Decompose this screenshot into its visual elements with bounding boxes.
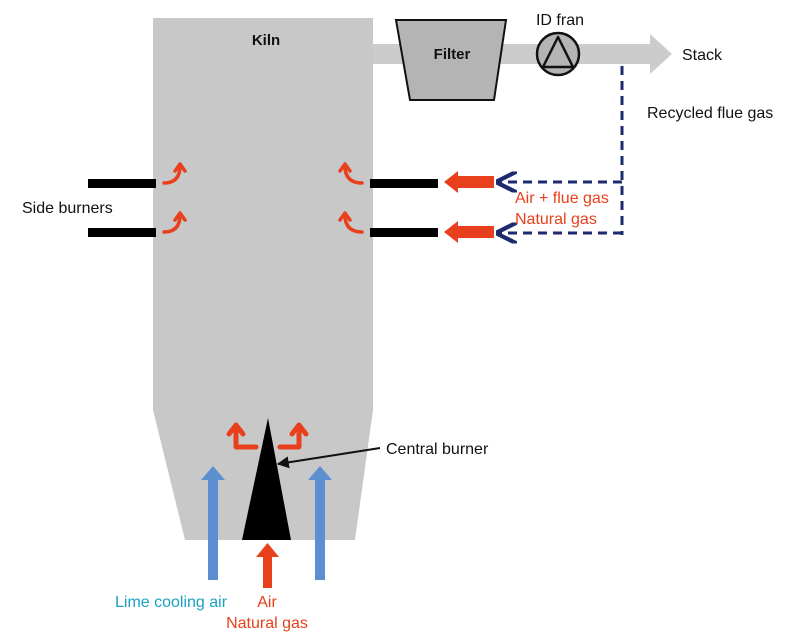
air-flue-gas-label: Air + flue gas [515, 190, 609, 207]
side-burner-bars [88, 179, 438, 237]
side-flame-arrows [162, 162, 364, 234]
recycled-flue-gas-label: Recycled flue gas [647, 105, 773, 122]
side-burners-label: Side burners [22, 200, 113, 217]
filter [394, 19, 508, 101]
id-fan-label: ID fran [536, 12, 584, 29]
id-fan-icon [535, 31, 581, 77]
central-burner-label: Central burner [386, 441, 489, 458]
natural-gas-side-label: Natural gas [515, 211, 597, 228]
side-feed-arrows [444, 171, 494, 243]
lime-cooling-air-arrows [201, 466, 332, 580]
kiln-label: Kiln [252, 32, 280, 49]
stack-label: Stack [682, 47, 723, 64]
lime-cooling-air-label: Lime cooling air [115, 594, 228, 611]
recycle-line [500, 66, 624, 235]
central-burner-pointer [276, 447, 381, 469]
kiln-body [153, 18, 373, 540]
natural-gas-bottom-label: Natural gas [226, 615, 308, 632]
central-burner [242, 418, 291, 540]
filter-label: Filter [434, 46, 471, 63]
air-bottom-label: Air [257, 594, 277, 611]
air-natural-gas-arrow [256, 543, 279, 588]
central-flame-arrows [226, 422, 309, 450]
